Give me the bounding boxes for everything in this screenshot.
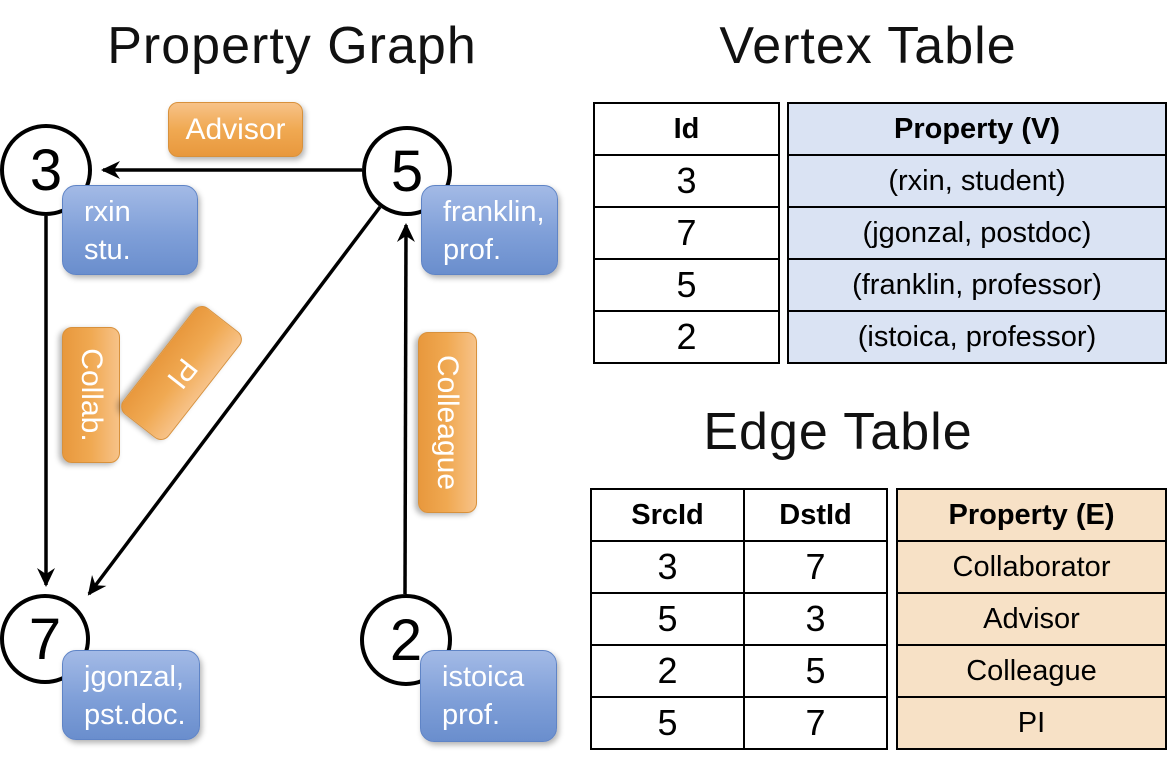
table-cell: 7 <box>743 540 888 594</box>
table-cell: 3 <box>743 592 888 646</box>
edge-table-title: Edge Table <box>703 403 973 461</box>
edge-label-collab: Collab. <box>62 327 120 463</box>
table-cell: 2 <box>590 644 745 698</box>
edge-table-property-column: Property (E) Collaborator Advisor Collea… <box>896 488 1167 750</box>
table-cell: 2 <box>593 310 780 364</box>
edge-pi-arrow <box>87 205 382 596</box>
graph-title: Property Graph <box>107 17 477 75</box>
table-cell: 3 <box>593 154 780 208</box>
edge-table-src-header: SrcId <box>590 488 745 542</box>
table-cell: 3 <box>590 540 745 594</box>
vertex-property-line: istoica <box>442 661 525 693</box>
vertex-property-box-2: istoica prof. <box>420 650 557 742</box>
edge-label-text: Collab. <box>75 348 108 442</box>
edge-table-dst-header: DstId <box>743 488 888 542</box>
node-id: 3 <box>29 137 63 203</box>
edge-label-advisor: Advisor <box>168 102 303 157</box>
table-cell: Colleague <box>896 644 1167 698</box>
vertex-property-line: rxin <box>84 196 131 228</box>
table-cell: 5 <box>743 644 888 698</box>
table-cell: 7 <box>593 206 780 260</box>
vertex-property-line: pst.doc. <box>84 699 186 731</box>
table-cell: 5 <box>590 592 745 646</box>
vertex-property-line: prof. <box>443 234 502 266</box>
vertex-property-line: stu. <box>84 234 131 266</box>
edge-label-text: PI <box>160 351 204 395</box>
table-cell: (jgonzal, postdoc) <box>787 206 1167 260</box>
table-cell: Collaborator <box>896 540 1167 594</box>
vertex-property-box-3: rxin stu. <box>62 185 198 275</box>
graph-edges-layer <box>37 161 415 596</box>
node-id: 7 <box>28 606 62 672</box>
vertex-property-box-7: jgonzal, pst.doc. <box>62 650 200 740</box>
edge-label-colleague: Colleague <box>418 332 477 513</box>
vertex-table-property-header: Property (V) <box>787 102 1167 156</box>
edge-label-text: Advisor <box>185 112 286 146</box>
table-cell: 5 <box>593 258 780 312</box>
vertex-property-box-5: franklin, prof. <box>421 185 558 275</box>
vertex-table-id-column: Id 3 7 5 2 <box>593 102 780 364</box>
table-cell: PI <box>896 696 1167 750</box>
table-cell: Advisor <box>896 592 1167 646</box>
table-cell: (istoica, professor) <box>787 310 1167 364</box>
vertex-property-line: prof. <box>442 699 501 731</box>
edge-colleague-arrow <box>396 223 415 595</box>
graph-node-2: 2 <box>360 594 452 686</box>
graph-node-5: 5 <box>362 126 452 216</box>
table-cell: 5 <box>590 696 745 750</box>
vertex-table-title: Vertex Table <box>719 17 1017 75</box>
edge-table-property-header: Property (E) <box>896 488 1167 542</box>
vertex-property-line: jgonzal, <box>84 661 184 693</box>
table-cell: (rxin, student) <box>787 154 1167 208</box>
vertex-table-id-header: Id <box>593 102 780 156</box>
table-cell: 7 <box>743 696 888 750</box>
vertex-table-property-column: Property (V) (rxin, student) (jgonzal, p… <box>787 102 1167 364</box>
table-cell: (franklin, professor) <box>787 258 1167 312</box>
edge-label-text: Colleague <box>431 354 465 491</box>
node-id: 2 <box>389 607 423 673</box>
node-id: 5 <box>390 138 424 204</box>
edge-table-id-columns: SrcId DstId 3 7 5 3 2 5 5 7 <box>590 488 888 750</box>
vertex-property-line: franklin, <box>443 196 545 228</box>
